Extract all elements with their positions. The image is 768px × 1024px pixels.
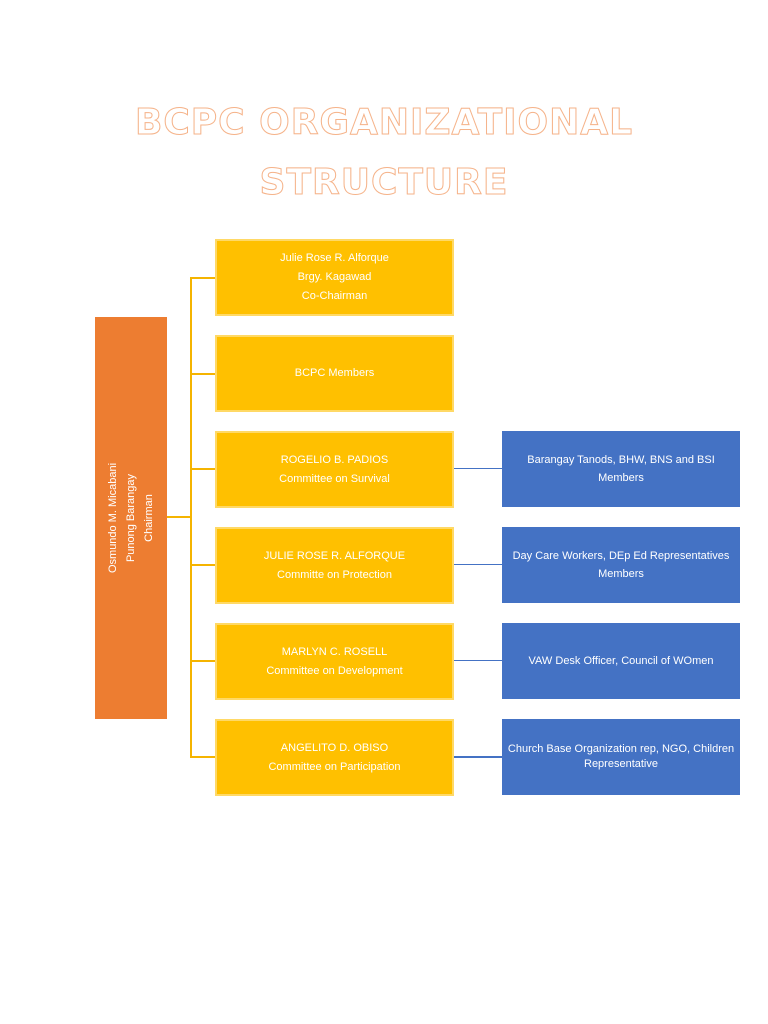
committee-line: Co-Chairman	[301, 290, 368, 302]
committee-line: MARLYN C. ROSELL	[281, 645, 388, 658]
member-box-survival: Barangay Tanods, BHW, BNS and BSI Member…	[502, 431, 740, 507]
member-line: Members	[598, 568, 644, 580]
committee-box-bcpc-members: BCPC Members	[215, 335, 454, 412]
chairman-name: Osmundo M. Micabani	[107, 462, 119, 574]
connector-chair-stem	[167, 516, 191, 518]
connector-branch-1	[190, 277, 216, 279]
connector-member-1	[453, 468, 502, 469]
committee-line: ROGELIO B. PADIOS	[280, 453, 389, 466]
connector-member-3	[453, 660, 502, 661]
committee-line: Committee on Development	[266, 664, 403, 677]
committee-line: Brgy. Kagawad	[297, 271, 372, 283]
committee-line: Committe on Protection	[277, 568, 392, 581]
connector-branch-5	[190, 660, 216, 662]
chart-title-line-2: STRUCTURE	[259, 162, 509, 204]
connector-branch-3	[190, 468, 216, 470]
committee-line: JULIE ROSE R. ALFORQUE	[263, 549, 406, 562]
committee-box-development: MARLYN C. ROSELL Committee on Developmen…	[215, 623, 454, 700]
committee-line: ANGELITO D. OBISO	[280, 741, 389, 754]
chairman-text: Osmundo M. Micabani Punong Barangay Chai…	[104, 318, 158, 718]
committee-box-survival: ROGELIO B. PADIOS Committee on Survival	[215, 431, 454, 508]
member-line: Day Care Workers, DEp Ed Representatives	[512, 550, 730, 562]
connector-branch-6	[190, 756, 216, 758]
committee-box-participation: ANGELITO D. OBISO Committee on Participa…	[215, 719, 454, 796]
connector-member-2	[453, 564, 502, 565]
member-line: Representative	[584, 758, 658, 770]
member-box-development: VAW Desk Officer, Council of WOmen	[502, 623, 740, 699]
committee-box-protection: JULIE ROSE R. ALFORQUE Committe on Prote…	[215, 527, 454, 604]
member-line: VAW Desk Officer, Council of WOmen	[528, 655, 714, 667]
chart-title-line-1: BCPC ORGANIZATIONAL	[134, 102, 634, 144]
connector-branch-2	[190, 373, 216, 375]
chairman-role: Chairman	[143, 494, 155, 542]
connector-trunk	[190, 277, 192, 757]
committee-box-co-chairman: Julie Rose R. Alforque Brgy. Kagawad Co-…	[215, 239, 454, 316]
committee-line: Committee on Participation	[268, 760, 401, 773]
member-line: Church Base Organization rep, NGO, Child…	[507, 743, 735, 755]
connector-member-4	[453, 756, 502, 758]
committee-line: Committee on Survival	[279, 472, 390, 485]
member-box-protection: Day Care Workers, DEp Ed Representatives…	[502, 527, 740, 603]
chairman-position: Punong Barangay	[125, 473, 137, 563]
committee-line: Julie Rose R. Alforque	[280, 252, 389, 264]
member-line: Members	[598, 472, 644, 484]
chairman-box: Osmundo M. Micabani Punong Barangay Chai…	[95, 317, 167, 719]
connector-branch-4	[190, 564, 216, 566]
committee-line: BCPC Members	[294, 367, 375, 379]
member-box-participation: Church Base Organization rep, NGO, Child…	[502, 719, 740, 795]
member-line: Barangay Tanods, BHW, BNS and BSI	[527, 454, 715, 466]
